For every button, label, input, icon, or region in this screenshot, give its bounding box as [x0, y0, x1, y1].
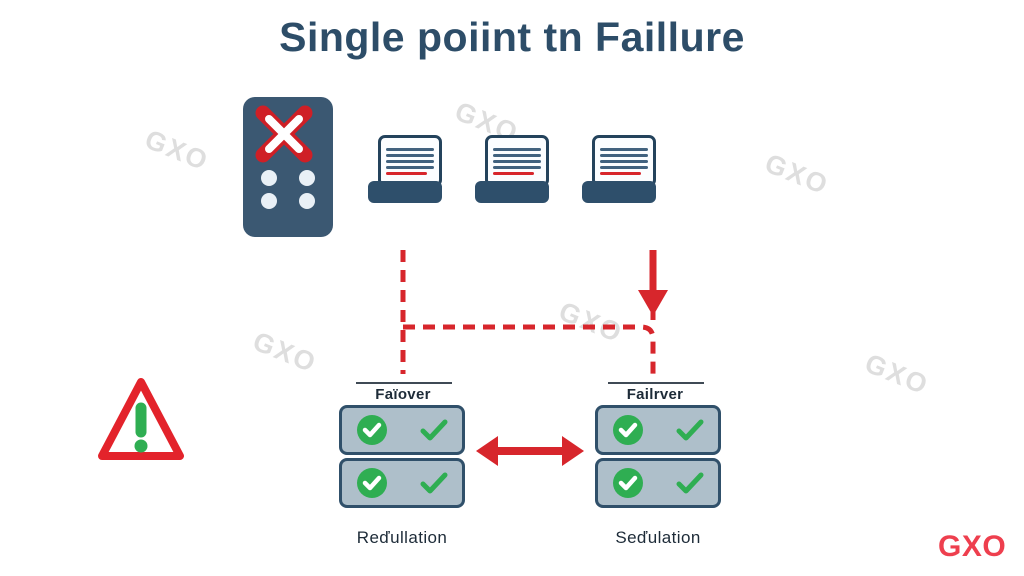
server-node [339, 458, 465, 508]
connector-rule [356, 382, 452, 384]
workstation-icon [475, 135, 549, 203]
checkmark-icon [420, 472, 448, 494]
server-node [339, 405, 465, 455]
check-badge-icon [357, 468, 387, 498]
redundant-server-stack-right [595, 405, 721, 508]
server-led-dots [261, 170, 315, 209]
warning-triangle-icon [98, 378, 184, 460]
double-arrow-icon [476, 436, 584, 466]
caption-right: Seďulation [615, 528, 701, 547]
caption-left: Reďullation [356, 528, 448, 547]
redundant-server-stack-left [339, 405, 465, 508]
watermark-gxo: GXO [760, 148, 834, 201]
check-badge-icon [613, 468, 643, 498]
check-badge-icon [613, 415, 643, 445]
watermark-gxo: GXO [554, 296, 628, 349]
exclamation-icon [134, 402, 148, 453]
monitor-base [475, 181, 549, 203]
page-title: Single poiint tn Faillure [279, 14, 745, 60]
failover-label-right: Failrver [626, 386, 684, 403]
failover-label-left: Faïover [375, 386, 431, 403]
workstation-icon [368, 135, 442, 203]
monitor-base [582, 181, 656, 203]
checkmark-icon [676, 419, 704, 441]
workstation-icon [582, 135, 656, 203]
monitor-screen [485, 135, 549, 187]
monitor-screen [378, 135, 442, 187]
watermark-gxo: GXO [860, 348, 934, 401]
monitor-base [368, 181, 442, 203]
failed-server-icon [243, 97, 333, 237]
check-badge-icon [357, 415, 387, 445]
server-node [595, 405, 721, 455]
monitor-screen [592, 135, 656, 187]
watermark-gxo: GXO [140, 124, 214, 177]
gxo-logo: GXO [938, 530, 1007, 563]
watermark-gxo: GXO [248, 326, 322, 379]
checkmark-icon [676, 472, 704, 494]
checkmark-icon [420, 419, 448, 441]
down-arrow-icon [638, 250, 668, 316]
server-node [595, 458, 721, 508]
connector-rule [608, 382, 704, 384]
red-x-icon [255, 105, 313, 163]
